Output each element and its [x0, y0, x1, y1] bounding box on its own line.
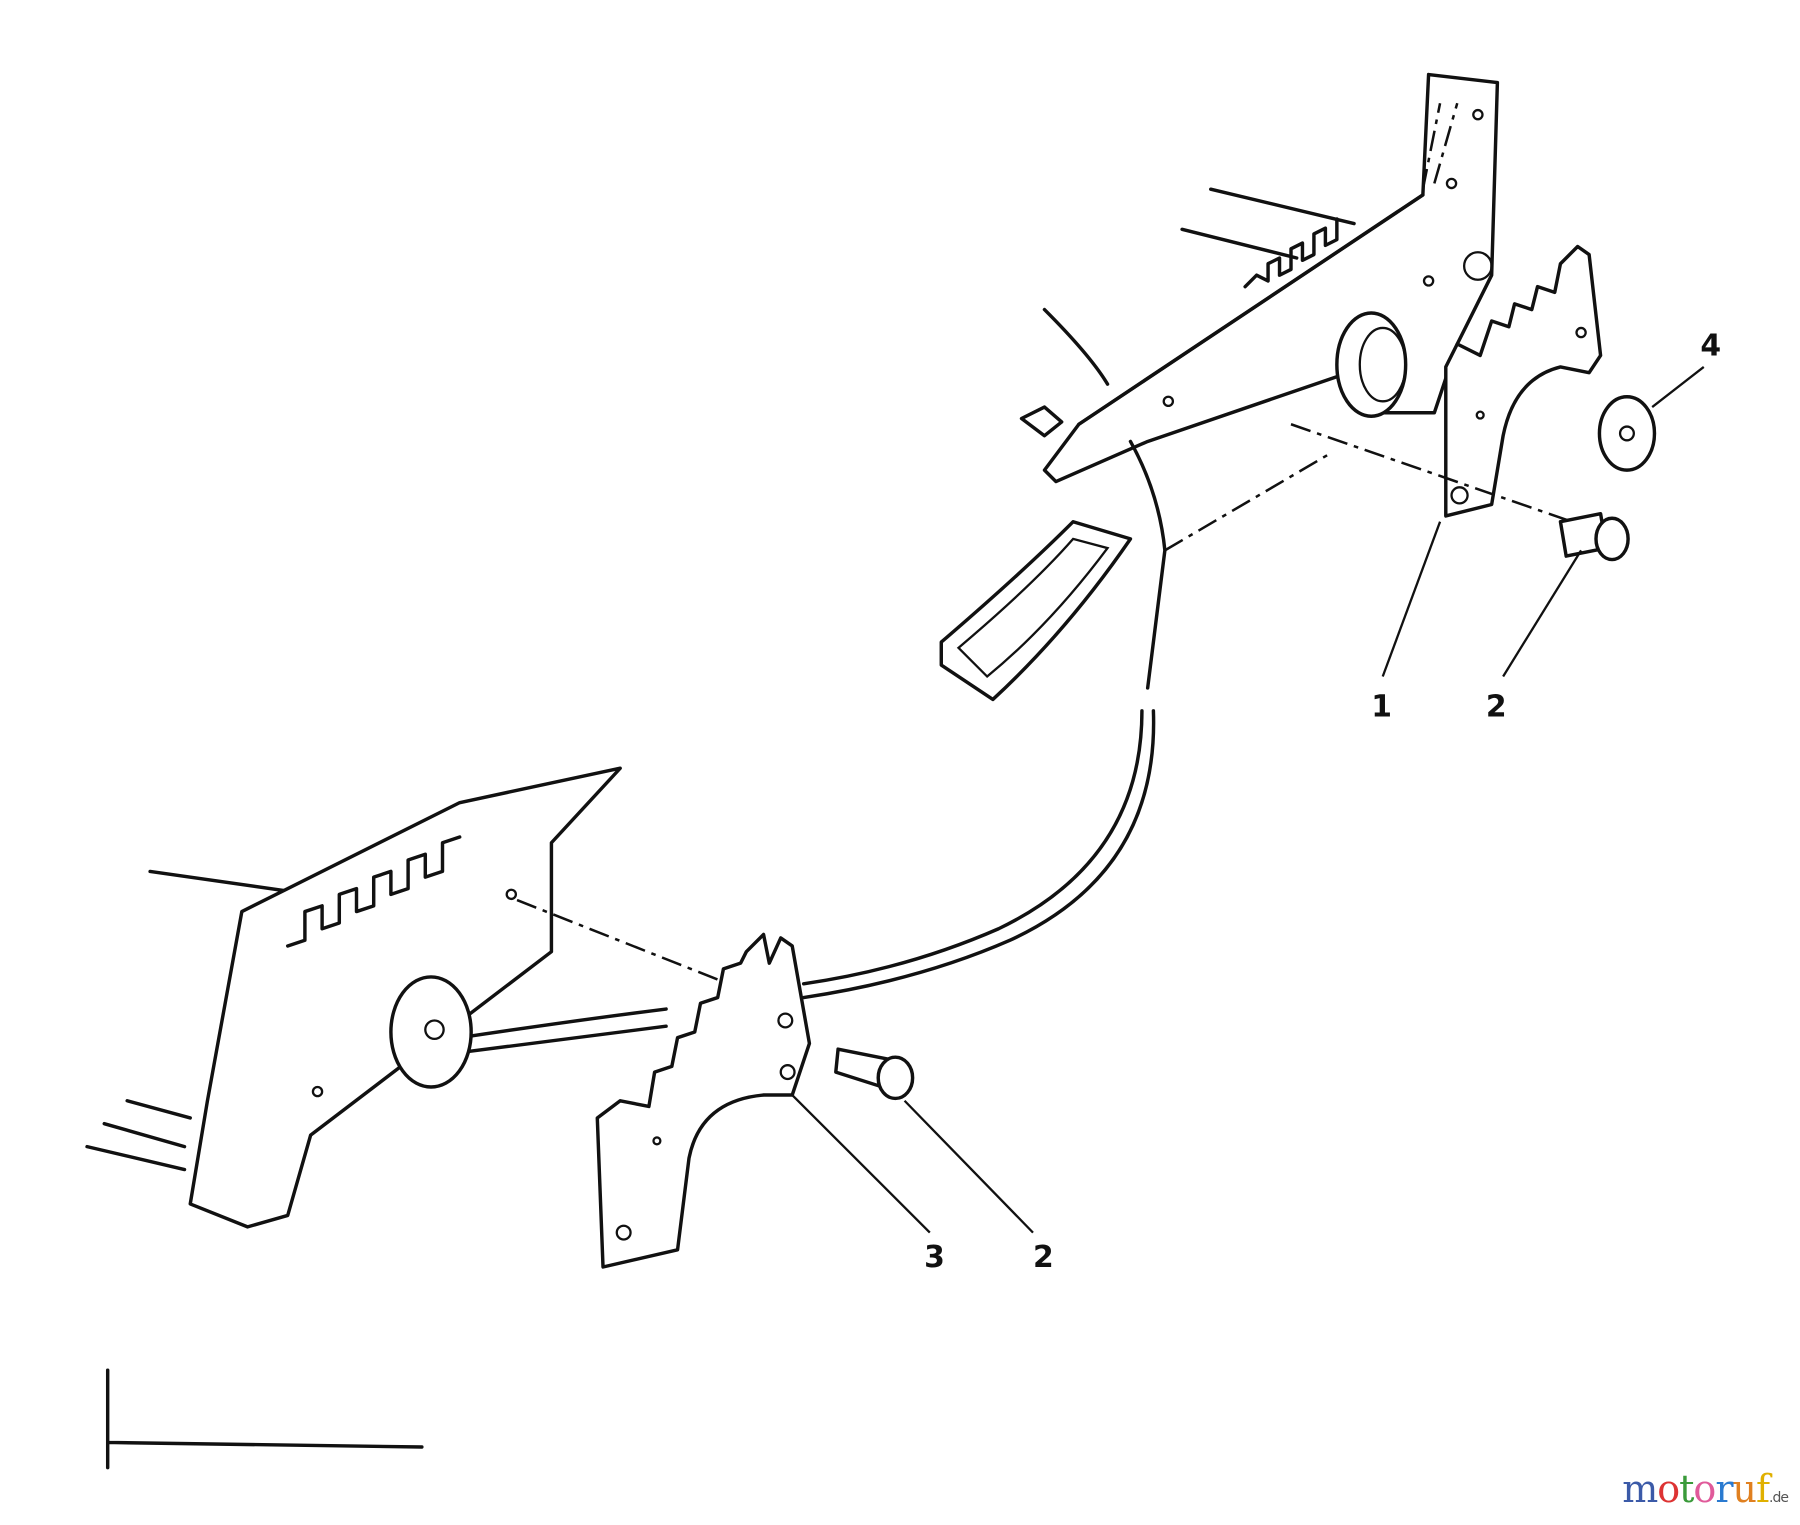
callout-2-lower: 2: [1033, 1240, 1054, 1275]
washer: [1597, 395, 1657, 472]
watermark-letter: m: [1622, 1467, 1658, 1511]
callout-2-upper: 2: [1486, 690, 1507, 725]
callout-4: 4: [1700, 328, 1721, 363]
axis-line-upper: [1290, 423, 1573, 523]
watermark-logo: motoruf.de: [1622, 1467, 1789, 1511]
watermark-letter: f: [1755, 1467, 1770, 1511]
bolt-lower: [834, 1047, 915, 1101]
upper-housing: [1019, 72, 1500, 690]
watermark-letter: o: [1693, 1467, 1716, 1511]
lower-housing: [85, 766, 622, 1229]
lower-height-plate: [595, 932, 812, 1269]
upper-height-plate: [1444, 244, 1603, 518]
frame-corner-mark: [105, 1368, 424, 1470]
callout-3: 3: [924, 1240, 945, 1275]
leader-lines: [791, 366, 1705, 1234]
watermark-letter: o: [1657, 1467, 1680, 1511]
callout-1-upper: 1: [1371, 690, 1392, 725]
handle-rod: [457, 709, 1156, 1055]
watermark-letter: u: [1732, 1467, 1757, 1511]
bolt-upper: [1558, 511, 1630, 562]
watermark-letter: r: [1715, 1467, 1733, 1511]
handle-grip: [939, 519, 1133, 702]
watermark-letter: t: [1679, 1467, 1694, 1511]
